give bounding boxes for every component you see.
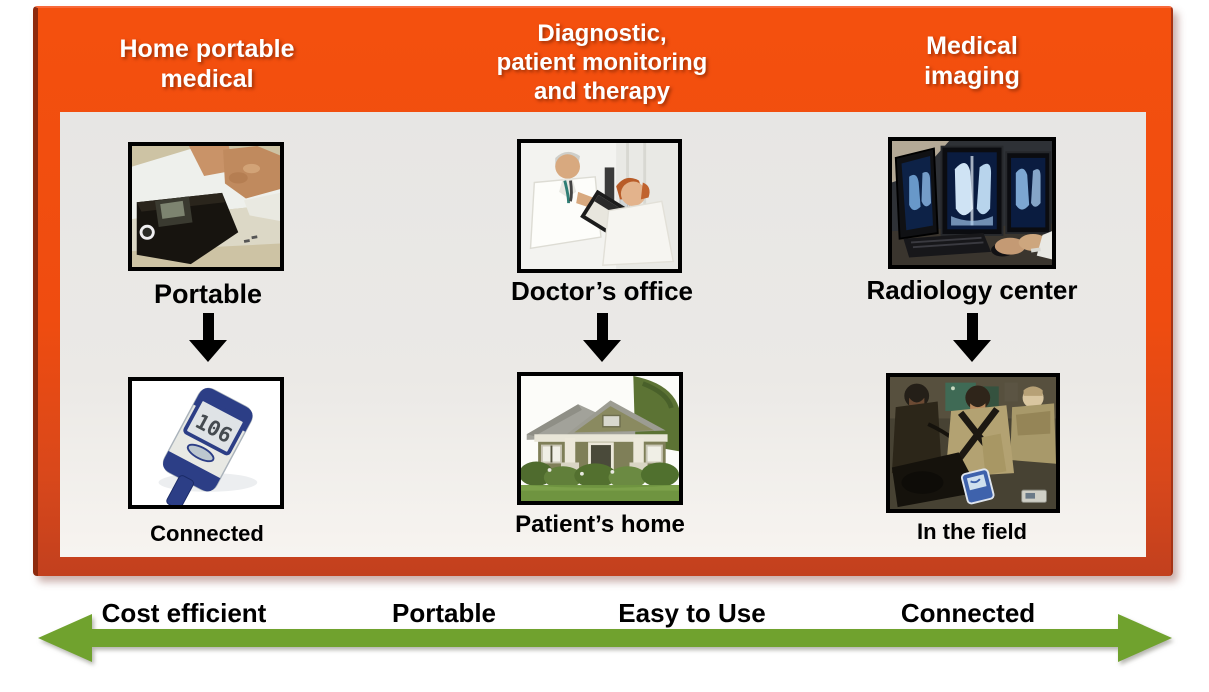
radiology-center-label: Radiology center: [866, 275, 1078, 305]
down-arrow-icon: [582, 313, 622, 362]
axis-label-cost-efficient: Cost efficient: [101, 598, 267, 628]
portable-label: Portable: [153, 279, 263, 309]
down-arrow-icon: [952, 313, 992, 362]
double-headed-arrow-icon: [38, 614, 1172, 662]
doctor-with-patient-photo: [517, 139, 682, 273]
radiology-xray-workstation-photo: [888, 137, 1056, 269]
axis-label-connected: Connected: [900, 598, 1036, 628]
portable-meter-in-use-photo: [128, 142, 284, 271]
column-header-diagnostic-monitoring-therapy: Diagnostic, patient monitoring and thera…: [496, 20, 708, 105]
column-header-home-portable-medical: Home portable medical: [119, 35, 295, 93]
axis-label-portable: Portable: [391, 598, 497, 628]
field-medics-portable-device-photo: [886, 373, 1060, 513]
patients-home-label: Patient’s home: [515, 511, 685, 538]
in-the-field-label: In the field: [917, 519, 1027, 544]
connected-glucose-meter-photo: 106: [128, 377, 284, 509]
patient-home-house-photo: [517, 372, 683, 505]
column-header-medical-imaging: Medical imaging: [924, 32, 1020, 90]
down-arrow-icon: [188, 313, 228, 362]
doctors-office-label: Doctor’s office: [510, 276, 694, 306]
connected-label: Connected: [150, 521, 264, 546]
axis-label-easy-to-use: Easy to Use: [618, 598, 766, 628]
